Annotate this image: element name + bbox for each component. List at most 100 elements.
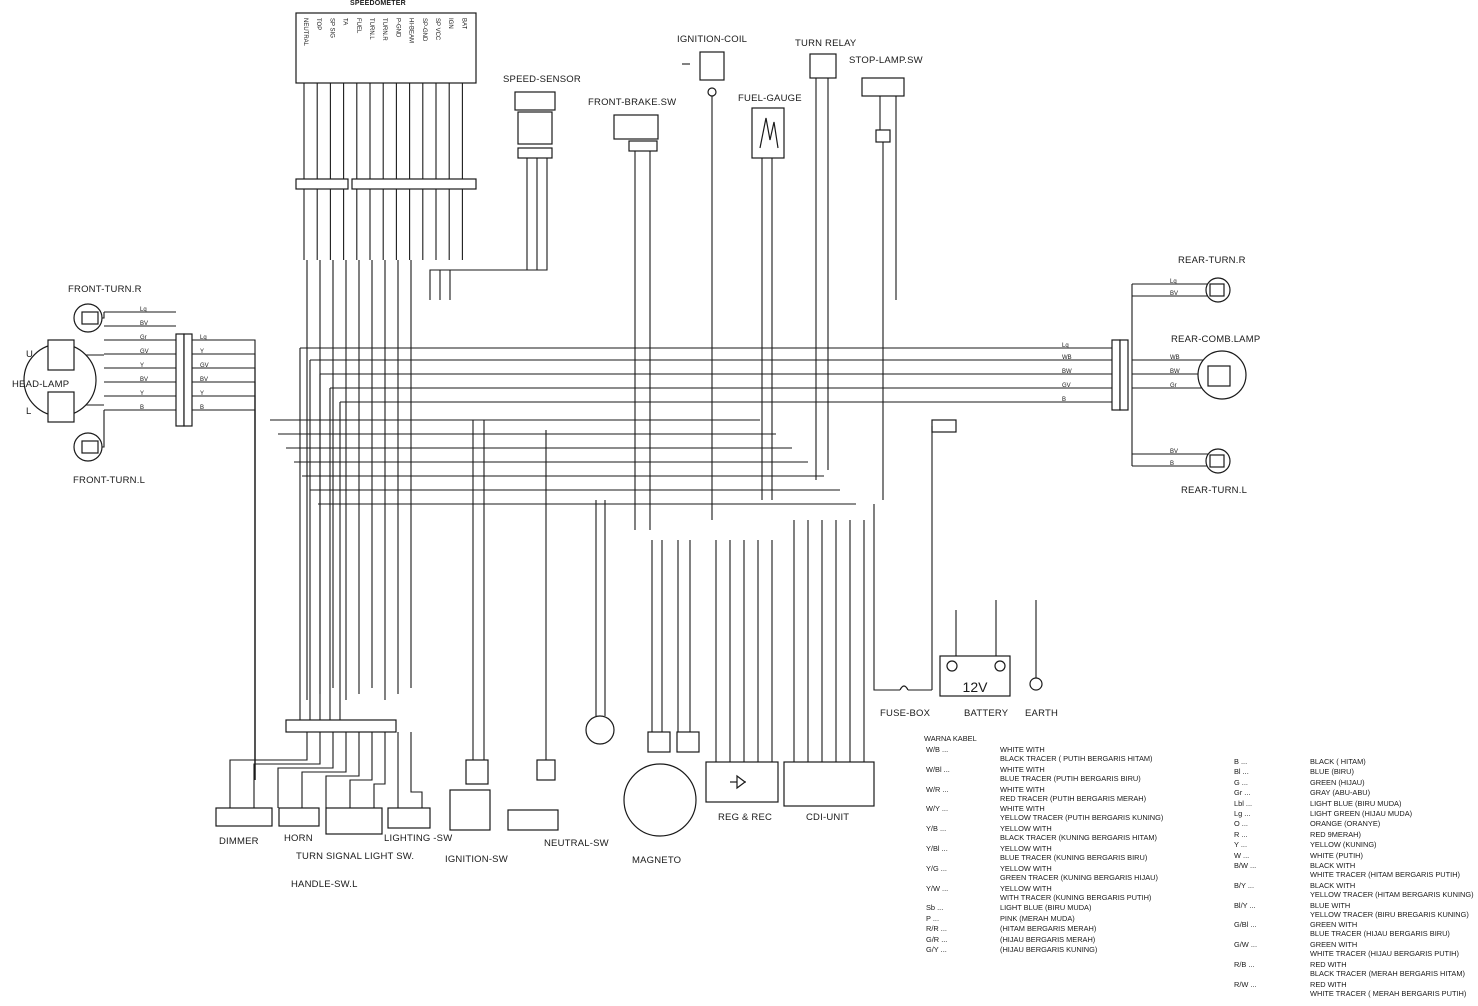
legend-code: Gr ...	[1234, 788, 1251, 798]
lighting-switch	[387, 807, 431, 829]
front-turn-l-label: FRONT-TURN.L	[73, 475, 146, 486]
front-right-wire-tag: BV	[200, 377, 208, 383]
wire	[373, 732, 386, 808]
legend-description: RED WITH	[1310, 960, 1347, 969]
legend-title: WARNA KABEL	[924, 734, 977, 743]
wire	[253, 732, 321, 808]
neutral-sw-label: NEUTRAL-SW	[544, 838, 609, 849]
rear-right-wire-tag: WB	[1170, 355, 1180, 361]
fuel-gauge-resistor	[759, 117, 779, 149]
front-left-wire-tag: BV	[140, 321, 148, 327]
wire	[277, 732, 334, 808]
rear-right-wire-tag: BV	[1170, 449, 1178, 455]
legend-description: GRAY (ABU-ABU)	[1310, 788, 1371, 798]
front-right-wire-tag: GV	[200, 363, 209, 369]
speedometer-pin-label: NEUTRAL	[302, 18, 308, 47]
speedometer-pin-label: TA	[342, 18, 348, 25]
wire-tag-layer: LgBVGrGVYBVYBLgYGVBVYBLgWBBWGVBLgBVWBBWG…	[140, 279, 1180, 467]
front-brake-sw-box	[613, 114, 659, 140]
fuse-box-label: FUSE-BOX	[880, 708, 931, 719]
legend-code: Bl/Y ...	[1234, 900, 1256, 910]
legend-description: RED TRACER (PUTIH BERGARIS MERAH)	[1000, 793, 1147, 803]
legend-code: O ...	[1234, 819, 1248, 829]
legend-description: LIGHT BLUE (BIRU MUDA)	[1000, 903, 1092, 913]
wire	[192, 409, 256, 780]
legend-description: YELLOW (KUNING)	[1310, 840, 1377, 850]
dimmer-label: DIMMER	[219, 836, 259, 847]
magneto-plug-right	[676, 731, 700, 753]
wire	[449, 158, 548, 300]
legend-code: Y/W ...	[926, 883, 949, 893]
front-turn-l-socket	[81, 440, 99, 454]
front-connector-mate	[183, 333, 193, 427]
legend-description: (HIJAU BERGARIS KUNING)	[1000, 945, 1098, 954]
dimmer-switch	[215, 807, 273, 827]
legend-description: (HIJAU BERGARIS MERAH)	[1000, 934, 1096, 944]
legend-code: W/Y ...	[926, 804, 949, 814]
neutral-switch	[507, 809, 559, 831]
legend-code: G/Bl ...	[1234, 920, 1257, 930]
legend-code: P ...	[926, 913, 940, 923]
battery-positive	[946, 660, 958, 672]
speedometer-pin-label: IGN	[447, 18, 453, 29]
rear-comb-lamp-label: REAR-COMB.LAMP	[1171, 334, 1261, 345]
ignition-switch	[449, 789, 491, 831]
legend-description: BLACK TRACER ( PUTIH BERGARIS HITAM)	[1000, 754, 1153, 763]
handle-switch-connector	[285, 719, 397, 733]
legend-description: WHITE TRACER ( MERAH BERGARIS PUTIH)	[1310, 988, 1467, 998]
legend-code: R/W ...	[1234, 979, 1257, 989]
legend-code: Sb ...	[926, 903, 944, 913]
fuel-gauge-box	[751, 107, 785, 159]
legend-description: WHITE TRACER (HIJAU BERGARIS PUTIH)	[1310, 949, 1459, 959]
wire	[873, 504, 900, 691]
legend-description: GREEN TRACER (KUNING BERGARIS HIJAU)	[1000, 872, 1158, 882]
component-layer: 12V	[23, 12, 1247, 837]
handle-sw-l-label: HANDLE-SW.L	[291, 879, 358, 890]
front-right-wire-tag: Y	[200, 391, 204, 397]
legend-description: YELLOW TRACER (PUTIH BERGARIS KUNING)	[1000, 813, 1164, 823]
legend-description: YELLOW TRACER (BIRU BREGARIS KUNING)	[1310, 909, 1469, 919]
horn-switch	[278, 807, 320, 827]
ignition-coil-box	[699, 51, 725, 81]
battery-label: BATTERY	[964, 708, 1009, 719]
wire	[229, 732, 308, 808]
legend-description: RED WITH	[1310, 979, 1347, 989]
turn-signal-light-switch	[325, 807, 383, 835]
fuse-box-symbol	[899, 685, 909, 691]
legend-code: G ...	[1234, 777, 1248, 787]
legend-code: W ...	[1234, 850, 1250, 860]
rear-comb-lamp-socket	[1207, 365, 1231, 387]
legend-description: WHITE WITH	[1000, 764, 1045, 774]
reg-rec-label: REG & REC	[718, 812, 773, 823]
speedometer-pin-label: HI-BEAM	[408, 18, 414, 43]
front-right-wire-tag: Y	[200, 349, 204, 355]
stop-lamp-sw-label: STOP-LAMP.SW	[849, 55, 923, 66]
legend-description: BLACK WITH	[1310, 880, 1356, 890]
wire	[192, 381, 256, 780]
speedometer-pin-label: SP-GND	[421, 18, 427, 42]
turn-relay-label: TURN RELAY	[795, 38, 857, 49]
head-lamp-label: HEAD-LAMP	[12, 379, 70, 390]
front-left-wire-tag: GV	[140, 349, 149, 355]
speedometer-pin-label: TOP	[315, 18, 321, 30]
legend-code: R/B ...	[1234, 960, 1255, 969]
cdi-unit-box	[783, 761, 875, 807]
wire-layer	[74, 63, 1208, 808]
legend-code: W/R ...	[926, 784, 949, 794]
legend-code: Y/B ...	[926, 824, 947, 834]
speedometer-pin-label: FUEL	[355, 18, 361, 34]
front-brake-sw-connector	[628, 140, 658, 152]
earth-label: EARTH	[1025, 708, 1059, 719]
speedometer-pin-label: SP SIG	[328, 18, 334, 38]
head-lamp-u-label: U	[26, 349, 34, 360]
speedometer-label: SPEEDOMETER	[350, 0, 406, 7]
rear-connector	[1111, 339, 1121, 411]
wire	[325, 732, 360, 808]
ignition-coil-terminal	[707, 87, 717, 97]
front-right-wire-tag: Lg	[200, 335, 207, 341]
legend-description: GREEN WITH	[1310, 920, 1358, 930]
wire	[192, 353, 256, 780]
legend-description: WHITE WITH	[1000, 804, 1045, 814]
ignition-sw-plug	[465, 759, 489, 785]
legend-description: GREEN WITH	[1310, 940, 1358, 950]
